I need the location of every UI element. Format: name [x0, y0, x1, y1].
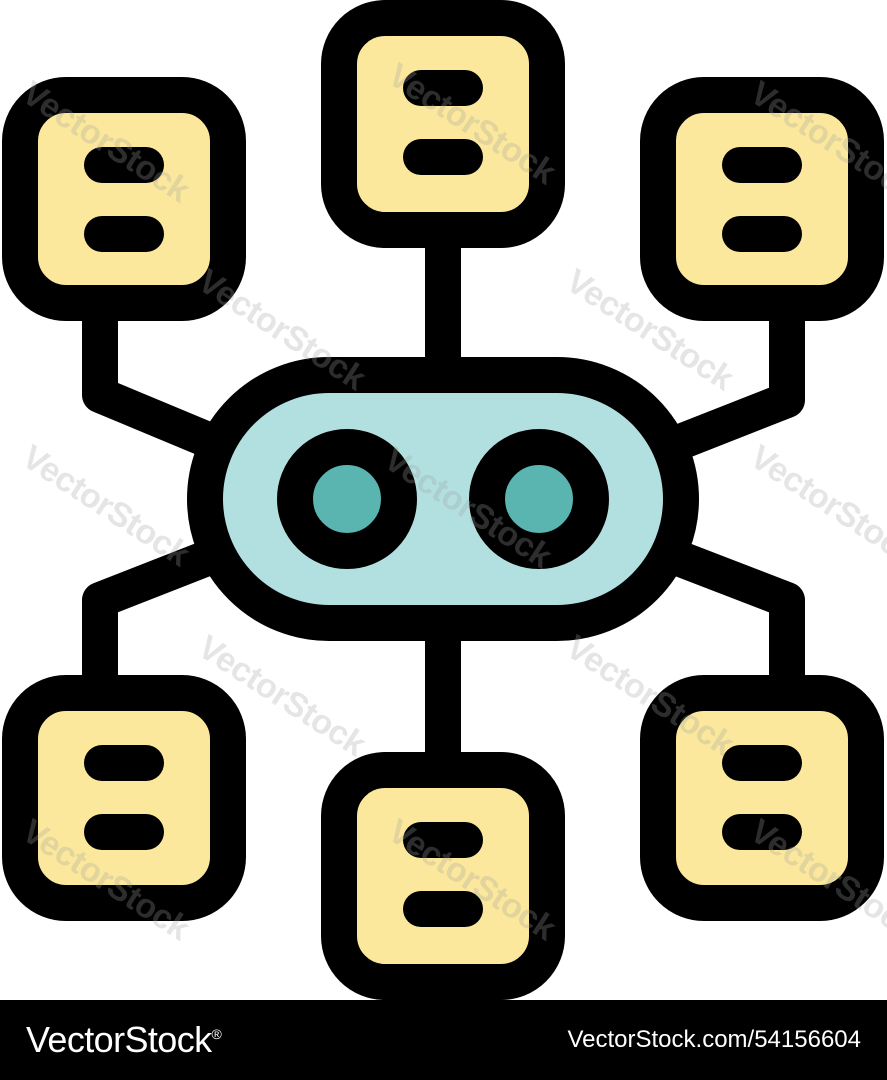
- sensor-eye-icon: [469, 429, 609, 569]
- footer-brand-name: VectorStock: [26, 1019, 212, 1060]
- connector-bottom-right: [647, 535, 805, 708]
- hub-body: [187, 357, 699, 641]
- connector-top-right: [647, 294, 805, 466]
- node-top-left: [2, 77, 246, 321]
- node-bottom-right: [640, 675, 884, 921]
- node-top-right: [640, 77, 884, 321]
- footer-brand: VectorStock®: [26, 1019, 222, 1061]
- connector-bottom-left: [82, 535, 238, 708]
- robot-hub-icon: [187, 357, 699, 641]
- footer-reference: VectorStock.com/54156604: [567, 1026, 861, 1053]
- footer-brand-mark: ®: [211, 1026, 222, 1042]
- node-bottom-center: [321, 752, 565, 1000]
- node-bottom-left: [2, 675, 246, 921]
- node-top-center: [321, 0, 565, 248]
- sensor-eye-icon: [277, 429, 417, 569]
- connector-top-left: [82, 294, 238, 463]
- footer-bar: VectorStock® VectorStock.com/54156604: [0, 1000, 887, 1080]
- network-hub-icon: [2, 0, 884, 1000]
- document-node-icon: [2, 0, 884, 1000]
